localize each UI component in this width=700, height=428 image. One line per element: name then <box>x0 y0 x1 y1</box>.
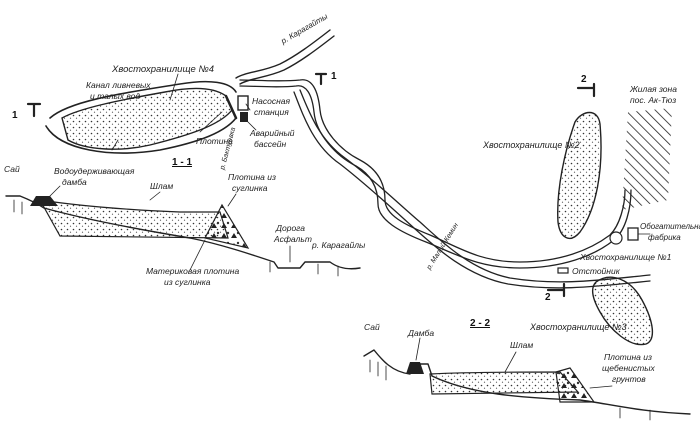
section-2-2-gravel-2: щебенистых <box>602 363 655 373</box>
label-river-karagayty: р. Карагайты <box>279 12 330 46</box>
label-tailings-3: Хвостохранилище №3 <box>529 322 627 332</box>
section-1-1-water-dam <box>30 196 58 206</box>
section-1-1-road-2: Асфальт <box>273 234 312 244</box>
section-marker-2-bottom <box>546 282 566 298</box>
label-pump-1: Насосная <box>252 96 290 106</box>
label-living-1: Жилая зона <box>629 84 677 94</box>
pipeline-route <box>239 79 626 263</box>
tailings-3-basin <box>591 276 653 346</box>
label-canal-2: и талых вод <box>90 91 140 101</box>
section-marker-1-top <box>314 72 328 86</box>
section-2-2-sai: Сай <box>364 322 380 332</box>
settler-marker <box>557 267 569 274</box>
section-1-1-loam-2: суглинка <box>232 183 268 193</box>
tailings-4-outline <box>45 80 237 154</box>
section-2-2-damba <box>406 362 424 374</box>
section-1-1-water-2: дамба <box>62 177 87 187</box>
section-2-2-slime: Шлам <box>510 340 533 350</box>
section-2-2-damba: Дамба <box>407 328 434 338</box>
label-section2-bottom: 2 <box>545 292 551 303</box>
section-1-1-title: 1 - 1 <box>172 157 192 168</box>
pipeline-route-2 <box>239 85 632 269</box>
plant-pond-marker <box>609 231 623 245</box>
label-settler: Отстойник <box>572 266 621 276</box>
label-canal-1: Канал ливневых <box>86 80 151 90</box>
river-maly-kemin-path-2 <box>293 91 651 289</box>
label-emergency-2: бассейн <box>254 139 286 149</box>
section-2-2-rock-edge <box>369 359 651 421</box>
living-zone-area <box>622 108 672 210</box>
river-maly-kemin-path <box>299 89 651 283</box>
label-tailings-4: Хвостохранилище №4 <box>111 64 214 75</box>
section-1-1-base-2: из суглинка <box>164 277 211 287</box>
section-1-1-loam-dam <box>204 203 250 249</box>
emergency-basin-marker <box>240 112 248 122</box>
section-1-1-ground-shade <box>13 199 339 277</box>
section-1-1-loam-1: Плотина из <box>228 172 276 182</box>
section-1-1-slime: Шлам <box>150 181 173 191</box>
label-plant-1: Обогатительная <box>640 222 700 231</box>
section-2-2-gravel-3: грунтов <box>612 374 646 384</box>
section-1-1-base-1: Материковая плотина <box>146 266 239 276</box>
dam-line <box>224 94 238 120</box>
section-1-1-road-1: Дорога <box>275 223 305 233</box>
label-living-2: пос. Ак-Тюз <box>630 95 676 105</box>
label-stream-baktuevka: р. Бактуевка <box>219 127 237 172</box>
label-section1-top: 1 <box>331 71 337 82</box>
section-2-2-title: 2 - 2 <box>470 318 490 329</box>
section-1-1-slime-body <box>38 199 229 239</box>
tailings-2-basin <box>557 111 602 240</box>
label-plant-2: фабрика <box>648 233 681 242</box>
section-1-1-sai: Сай <box>4 164 20 174</box>
label-dam: Плотина <box>196 136 233 146</box>
label-tailings-2: Хвостохранилище №2 <box>482 140 580 150</box>
leader-lines <box>47 73 651 389</box>
section-1-1-river: р. Карагайлы <box>311 240 366 250</box>
pump-station-marker <box>237 95 249 111</box>
label-section2-top: 2 <box>581 74 587 85</box>
label-pump-2: станция <box>254 107 289 117</box>
plant-marker <box>627 227 639 241</box>
label-emergency-1: Аварийный <box>249 128 295 138</box>
river-karagayty-path <box>235 29 331 79</box>
section-marker-2-top <box>576 82 596 98</box>
section-marker-1-left <box>26 102 42 118</box>
label-tailings-1: Хвостохранилище №1 <box>579 252 672 262</box>
section-2-2-gravel-1: Плотина из <box>604 352 652 362</box>
section-2-2-gravel-dam <box>555 367 596 403</box>
section-2-2-ground <box>363 349 691 415</box>
section-1-1-water-1: Водоудерживающая <box>54 166 135 176</box>
section-2-2-slime-body <box>429 371 580 395</box>
label-section1-left: 1 <box>12 110 18 121</box>
